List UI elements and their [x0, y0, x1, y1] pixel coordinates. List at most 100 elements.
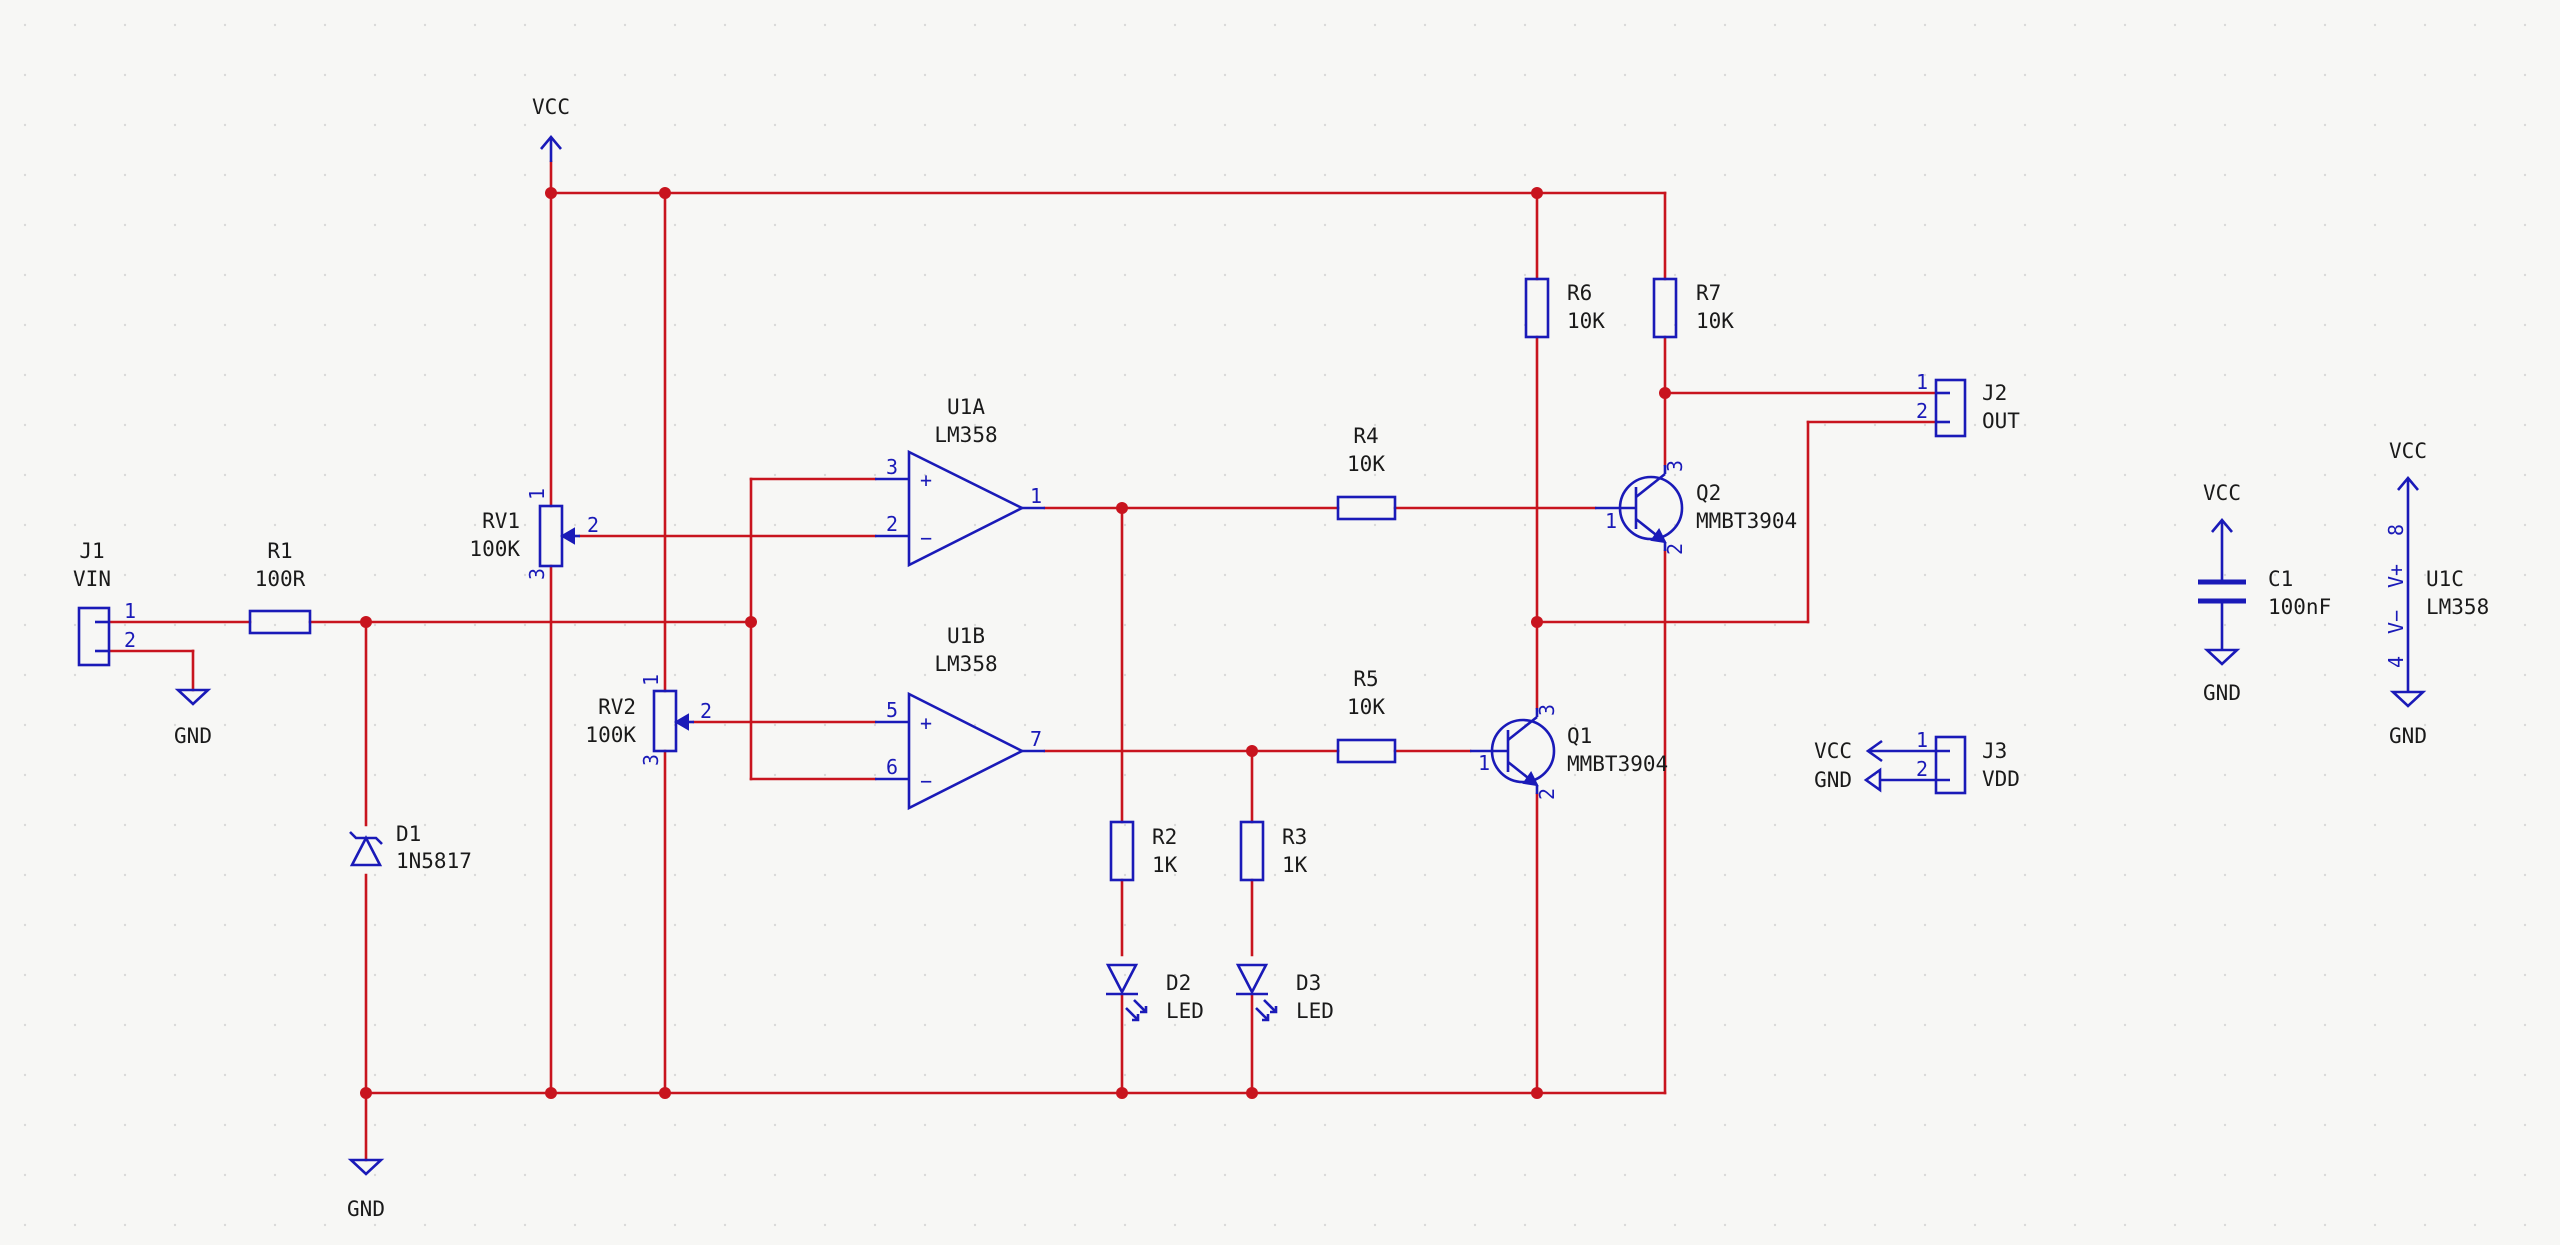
r7-ref: R7	[1696, 281, 1721, 305]
q2-pin1: 1	[1605, 509, 1617, 533]
q2-ref: Q2	[1696, 481, 1721, 505]
potentiometer-rv2: RV2 100K 2 1 3	[585, 674, 712, 766]
rv1-pin3: 3	[525, 568, 549, 580]
resistor-r4: R4 10K	[1336, 424, 1397, 521]
j3-pin1: 1	[1916, 728, 1928, 752]
u1b-pin6: 6	[886, 755, 898, 779]
connector-j3: 1 2 VCC GND J3 VDD	[1814, 728, 2020, 795]
j2-pin2: 2	[1916, 399, 1928, 423]
c1-value: 100nF	[2268, 595, 2331, 619]
q2-pin3: 3	[1663, 460, 1687, 472]
vcc-label: VCC	[532, 95, 570, 119]
j2-value: OUT	[1982, 409, 2020, 433]
j2-ref: J2	[1982, 381, 2007, 405]
rv1-pin2: 2	[587, 513, 599, 537]
u1b-minus-sign: −	[920, 769, 932, 793]
gnd-label: GND	[2389, 724, 2427, 748]
d2-value: LED	[1166, 999, 1204, 1023]
transistor-q2: 1 2 3 Q2 MMBT3904	[1595, 460, 1797, 555]
u1c-pin4: 4	[2384, 656, 2408, 668]
connector-j1: J1 VIN 1 2	[73, 539, 136, 667]
resistor-r5: R5 10K	[1336, 667, 1397, 764]
r2-ref: R2	[1152, 825, 1177, 849]
gnd-symbol-bottom: GND	[347, 1158, 385, 1221]
u1a-pin3: 3	[886, 455, 898, 479]
resistor-r3: R3 1K	[1239, 820, 1308, 882]
u1b-pin7: 7	[1030, 727, 1042, 751]
rv2-pin2: 2	[700, 699, 712, 723]
rv1-value: 100K	[469, 537, 520, 561]
r3-ref: R3	[1282, 825, 1307, 849]
transistor-q1: 1 2 3 Q1 MMBT3904	[1470, 704, 1668, 800]
rv1-pin1: 1	[525, 488, 549, 500]
u1c-ref: U1C	[2426, 567, 2464, 591]
j1-pin1: 1	[124, 599, 136, 623]
q1-ref: Q1	[1567, 724, 1592, 748]
q1-value: MMBT3904	[1567, 752, 1668, 776]
j1-value: VIN	[73, 567, 111, 591]
wires	[108, 160, 1938, 1162]
u1b-value: LM358	[934, 652, 997, 676]
j1-pin2: 2	[124, 628, 136, 652]
gnd-symbol-j1: GND	[174, 688, 212, 748]
resistor-r1: R1 100R	[248, 539, 312, 635]
u1c-vplus: V+	[2384, 564, 2408, 588]
u1c-value: LM358	[2426, 595, 2489, 619]
u1b-plus-sign: +	[920, 711, 932, 735]
d1-value: 1N5817	[396, 849, 472, 873]
u1b-ref: U1B	[947, 624, 985, 648]
d2-ref: D2	[1166, 971, 1191, 995]
r6-value: 10K	[1567, 309, 1605, 333]
r3-value: 1K	[1282, 853, 1308, 877]
gnd-label: GND	[174, 724, 212, 748]
c1-ref: C1	[2268, 567, 2293, 591]
r7-value: 10K	[1696, 309, 1734, 333]
r1-ref: R1	[267, 539, 292, 563]
led-d3: D3 LED	[1235, 963, 1334, 1023]
q1-pin2: 2	[1535, 788, 1559, 800]
diode-d1: D1 1N5817	[349, 822, 472, 873]
u1a-minus-sign: −	[920, 526, 932, 550]
j3-pin2: 2	[1916, 757, 1928, 781]
gnd-label: GND	[347, 1197, 385, 1221]
d1-ref: D1	[396, 822, 421, 846]
d3-ref: D3	[1296, 971, 1321, 995]
gnd-label: GND	[1814, 768, 1852, 792]
rv2-value: 100K	[585, 723, 636, 747]
d3-value: LED	[1296, 999, 1334, 1023]
vcc-label: VCC	[2203, 481, 2241, 505]
u1c-pin8: 8	[2384, 524, 2408, 536]
vcc-label: VCC	[2389, 439, 2427, 463]
connector-j2: 1 2 J2 OUT	[1916, 370, 2020, 438]
gnd-label: GND	[2203, 681, 2241, 705]
vcc-symbol-top: VCC	[532, 95, 570, 162]
opamp-u1a: + − 3 2 1 U1A LM358	[875, 395, 1045, 568]
q1-pin3: 3	[1535, 704, 1559, 716]
resistor-r6: R6 10K	[1524, 277, 1605, 339]
u1a-value: LM358	[934, 423, 997, 447]
u1c-vminus: V−	[2384, 610, 2408, 634]
j3-ref: J3	[1982, 739, 2007, 763]
r5-value: 10K	[1347, 695, 1385, 719]
resistor-r2: R2 1K	[1109, 820, 1178, 882]
junctions	[360, 187, 1671, 1099]
vcc-label: VCC	[1814, 739, 1852, 763]
j3-value: VDD	[1982, 767, 2020, 791]
u1a-plus-sign: +	[920, 468, 932, 492]
u1a-ref: U1A	[947, 395, 985, 419]
q2-pin2: 2	[1663, 543, 1687, 555]
r5-ref: R5	[1353, 667, 1378, 691]
rv2-pin3: 3	[639, 754, 663, 766]
rv2-pin1: 1	[639, 674, 663, 686]
opamp-u1c-power: VCC GND 8 4 V+ V− U1C LM358	[2384, 439, 2489, 748]
r4-value: 10K	[1347, 452, 1385, 476]
r4-ref: R4	[1353, 424, 1378, 448]
rv2-ref: RV2	[598, 695, 636, 719]
potentiometer-rv1: RV1 100K 2 1 3	[469, 488, 599, 580]
opamp-u1b: + − 5 6 7 U1B LM358	[875, 624, 1045, 811]
r6-ref: R6	[1567, 281, 1592, 305]
j1-ref: J1	[79, 539, 104, 563]
q1-pin1: 1	[1478, 751, 1490, 775]
rv1-ref: RV1	[482, 509, 520, 533]
led-d2: D2 LED	[1105, 963, 1204, 1023]
